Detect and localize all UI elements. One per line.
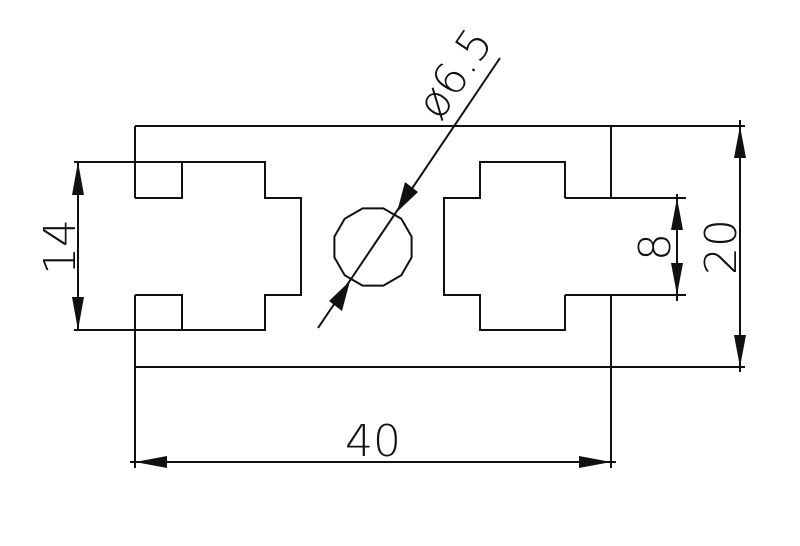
- right-t-slot: [443, 161, 686, 331]
- slot-opening-label: 8: [630, 233, 681, 261]
- dim-8-line: [671, 194, 683, 301]
- dim-14-line: [72, 162, 84, 330]
- diameter-leader: [317, 57, 501, 329]
- dim-20-line: [734, 120, 746, 372]
- left-t-slot: [74, 161, 302, 331]
- center-hole: [333, 207, 413, 287]
- dim-40-line: [130, 456, 616, 468]
- slot-width-label: 14: [35, 219, 86, 275]
- width-label: 40: [345, 416, 401, 467]
- outer-profile: [134, 125, 745, 468]
- height-label: 20: [696, 219, 747, 275]
